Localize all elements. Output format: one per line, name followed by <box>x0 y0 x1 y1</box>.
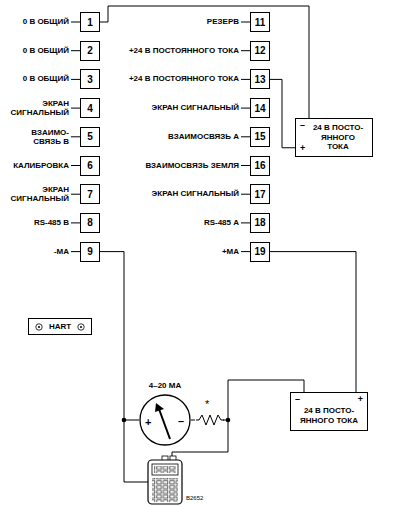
terminal-box: 11РЕЗЕРВ <box>250 12 270 32</box>
terminal-box: 12+24 В ПОСТОЯННОГО ТОКА <box>250 41 270 61</box>
terminal-tick <box>71 108 80 109</box>
callout-mark: * <box>205 398 209 410</box>
terminal-tick <box>241 50 250 51</box>
terminal-number: 19 <box>254 246 265 257</box>
terminal-tick <box>71 165 80 166</box>
terminal-name: ВЗАИМО- СВЯЗЬ В <box>7 128 69 146</box>
terminal-box: 17ЭКРАН СИГНАЛЬНЫЙ <box>250 184 270 204</box>
terminal-tick <box>71 50 80 51</box>
meter-needle <box>159 409 170 439</box>
terminal-screw-symbol <box>35 323 43 331</box>
node-text: 24 В ПОСТО- ЯННОГО ТОКА <box>291 393 367 430</box>
terminal-screw-symbol <box>77 323 85 331</box>
terminal-number: 3 <box>87 74 93 85</box>
terminal-number: 4 <box>87 103 93 114</box>
wire <box>270 79 295 147</box>
terminal-tick <box>241 194 250 195</box>
terminal-box: 19+МА <box>250 242 270 262</box>
terminal-name: -МА <box>7 247 69 256</box>
terminal-tick <box>71 79 80 80</box>
terminal-number: 9 <box>87 246 93 257</box>
terminal-box: 14ЭКРАН СИГНАЛЬНЫЙ <box>250 98 270 118</box>
figure-number: B2652 <box>186 495 203 501</box>
terminal-number: 18 <box>254 217 265 228</box>
terminal-number: 7 <box>87 189 93 200</box>
terminal-box: 6КАЛИБРОВКА <box>80 156 100 176</box>
terminal-tick <box>71 222 80 223</box>
terminal-number: 8 <box>87 217 93 228</box>
polarity-sign: + <box>358 394 363 405</box>
node-text: 24 В ПОСТО- ЯННОГО ТОКА <box>296 119 372 156</box>
terminal-name: 0 В ОБЩИЙ <box>7 17 69 26</box>
resistor-symbol <box>195 411 224 429</box>
ammeter-symbol: 4–20 МА+– <box>139 394 191 446</box>
terminal-name: ЭКРАН СИГНАЛЬНЫЙ <box>152 190 239 199</box>
polarity-sign: – <box>300 120 305 131</box>
terminal-name: 0 В ОБЩИЙ <box>7 46 69 55</box>
terminal-tick <box>241 22 250 23</box>
hart-connector-box: HART <box>28 318 92 335</box>
terminal-number: 17 <box>254 189 265 200</box>
terminal-name: +24 В ПОСТОЯННОГО ТОКА <box>129 75 239 84</box>
terminal-tick <box>241 79 250 80</box>
terminal-name: ЭКРАН СИГНАЛЬНЫЙ <box>152 104 239 113</box>
terminal-tick <box>71 251 80 252</box>
terminal-tick <box>71 194 80 195</box>
terminal-box: 18RS-485 А <box>250 213 270 233</box>
terminal-name: ЭКРАН СИГНАЛЬНЫЙ <box>7 99 69 117</box>
terminal-number: 15 <box>254 131 265 142</box>
terminal-box: 9-МА <box>80 242 100 262</box>
terminal-tick <box>241 251 250 252</box>
terminal-number: 16 <box>254 160 265 171</box>
terminal-number: 14 <box>254 103 265 114</box>
hart-communicator <box>148 456 182 504</box>
terminal-box: 30 В ОБЩИЙ <box>80 69 100 89</box>
wire <box>100 252 139 420</box>
terminal-name: КАЛИБРОВКА <box>7 161 69 170</box>
terminal-tick <box>71 22 80 23</box>
terminal-number: 6 <box>87 160 93 171</box>
polarity-sign: + <box>300 143 305 154</box>
wire <box>270 252 356 392</box>
terminal-name: +24 В ПОСТОЯННОГО ТОКА <box>129 46 239 55</box>
polarity-sign: – <box>178 415 184 427</box>
terminal-name: ВЗАИМОСВЯЗЬ А <box>168 132 239 141</box>
terminal-tick <box>241 136 250 137</box>
terminal-box: 4ЭКРАН СИГНАЛЬНЫЙ <box>80 98 100 118</box>
terminal-box: 5ВЗАИМО- СВЯЗЬ В <box>80 127 100 147</box>
wire <box>100 6 309 118</box>
terminal-number: 12 <box>254 45 265 56</box>
node-text: HART <box>49 322 71 331</box>
terminal-tick <box>241 108 250 109</box>
terminal-number: 11 <box>255 17 266 28</box>
terminal-box: 8RS-485 В <box>80 213 100 233</box>
terminal-number: 2 <box>87 45 93 56</box>
terminal-box: 20 В ОБЩИЙ <box>80 41 100 61</box>
terminal-name: RS-485 В <box>7 218 69 227</box>
terminal-box: 16ВЗАИМОСВЯЗЬ ЗЕМЛЯ <box>250 156 270 176</box>
terminal-box: 10 В ОБЩИЙ <box>80 12 100 32</box>
terminal-box: 13+24 В ПОСТОЯННОГО ТОКА <box>250 69 270 89</box>
power-supply-box: –24 В ПОСТО- ЯННОГО ТОКА+ <box>295 118 373 157</box>
terminal-box: 15ВЗАИМОСВЯЗЬ А <box>250 127 270 147</box>
terminal-tick <box>241 165 250 166</box>
terminal-tick <box>241 222 250 223</box>
terminal-box: 7ЭКРАН СИГНАЛЬНЫЙ <box>80 184 100 204</box>
terminal-name: 0 В ОБЩИЙ <box>7 75 69 84</box>
polarity-sign: – <box>295 394 300 405</box>
terminal-number: 5 <box>87 131 93 142</box>
terminal-name: +МА <box>222 247 239 256</box>
terminal-number: 13 <box>254 74 265 85</box>
terminal-name: RS-485 А <box>204 218 239 227</box>
terminal-number: 1 <box>87 17 93 28</box>
terminal-tick <box>71 136 80 137</box>
meter-range: 4–20 МА <box>149 381 181 390</box>
needle-tip <box>155 403 164 412</box>
polarity-sign: + <box>145 416 151 428</box>
power-supply-box: – +24 В ПОСТО- ЯННОГО ТОКА <box>290 392 368 431</box>
terminal-name: ВЗАИМОСВЯЗЬ ЗЕМЛЯ <box>145 161 239 170</box>
terminal-name: ЭКРАН СИГНАЛЬНЫЙ <box>7 185 69 203</box>
terminal-name: РЕЗЕРВ <box>207 17 239 26</box>
